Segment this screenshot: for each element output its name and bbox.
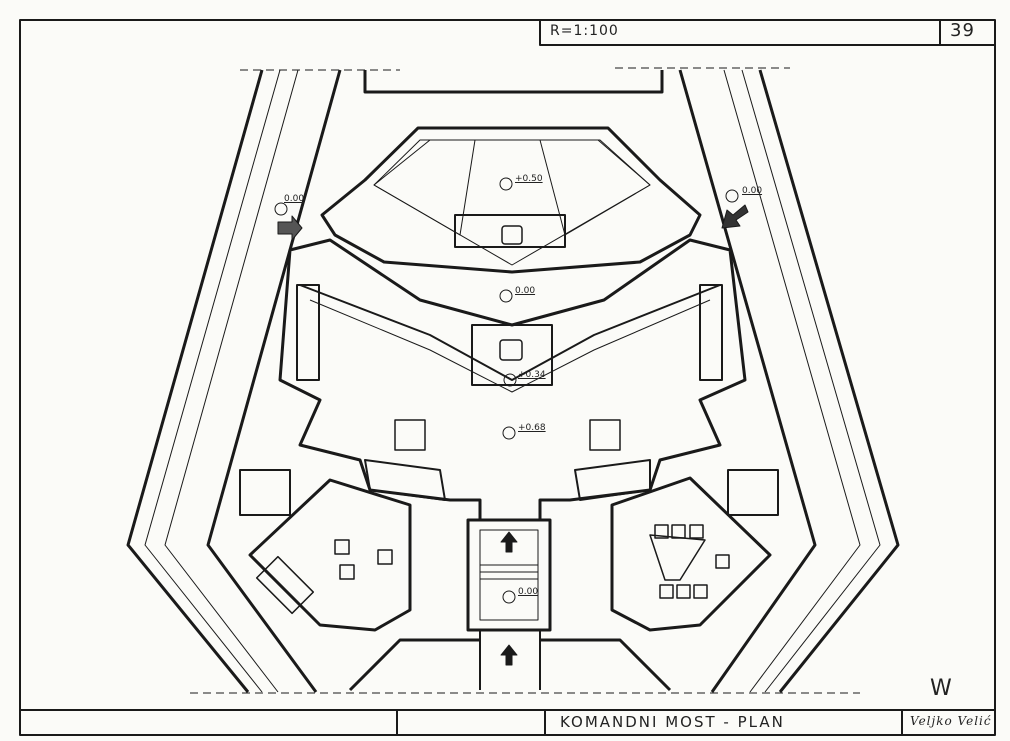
elevation-left-entry: 0.00 [284,194,305,204]
orientation-mark: W [930,676,953,701]
scale-label: R=1:100 [550,23,619,39]
elevation-center: +0.68 [518,423,546,433]
sheet-number: 39 [950,20,975,41]
room-right [610,469,779,632]
elevation-center-lower: +0.34 [518,370,546,380]
entry-arrow-left-icon [277,215,303,241]
elevation-upper-bridge: +0.50 [515,174,543,184]
cut-lines [190,67,860,694]
hull-wall-right [678,69,900,693]
room-left [239,469,412,632]
top-block [363,70,664,94]
elevation-main-floor: 0.00 [515,286,536,296]
title-block-bottom [20,709,995,735]
entry-arrow-right-icon [721,204,749,229]
signature: Veljko Velić [910,714,992,728]
stair-core [348,518,672,692]
drawing-title: KOMANDNI MOST - PLAN [560,713,785,731]
upper-bridge [320,126,702,274]
title-block-top [539,20,995,46]
arrow-up-icon [500,644,518,666]
elevation-right-entry: 0.00 [742,186,763,196]
elevation-markers [274,177,739,604]
arrow-up-icon [500,531,518,553]
main-bridge [278,238,747,522]
drawing-frame [19,19,996,736]
elevation-stair: 0.00 [518,587,539,597]
